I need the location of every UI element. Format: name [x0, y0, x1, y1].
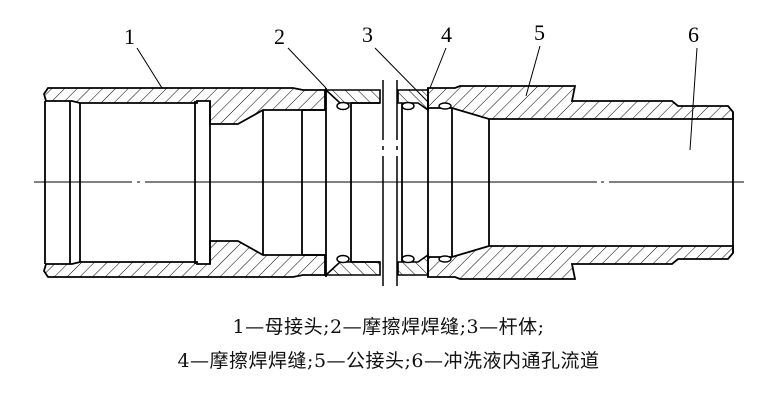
callout-6: 6: [688, 22, 699, 47]
callout-2: 2: [274, 24, 285, 49]
caption-line-1: 1—母接头;2—摩擦焊焊缝;3—杆体;: [232, 316, 545, 338]
callout-labels: 1 2 3 4 5 6: [124, 20, 699, 49]
drill-rod-section-drawing: 1 2 3 4 5 6: [34, 20, 744, 286]
leader-6: [689, 47, 698, 151]
leader-3: [374, 47, 429, 103]
female-coupling-top-wall: [43, 87, 326, 125]
callout-3: 3: [362, 22, 373, 47]
female-coupling-bottom-wall: [43, 240, 326, 278]
callout-1: 1: [124, 24, 135, 49]
leader-5: [525, 45, 541, 97]
callout-4: 4: [441, 22, 452, 47]
caption-line-2: 4—摩擦焊焊缝;5—公接头;6—冲洗液内通孔流道: [177, 350, 600, 372]
rod-body: [381, 80, 399, 286]
leader-1: [136, 47, 163, 89]
leader-lines: [136, 45, 698, 151]
male-coupling: [427, 85, 734, 280]
male-coupling-top-wall: [427, 85, 734, 120]
leader-4: [429, 47, 447, 89]
male-coupling-bottom-wall: [427, 245, 734, 280]
leader-2: [287, 47, 327, 89]
female-coupling: [43, 87, 326, 278]
callout-5: 5: [534, 20, 545, 45]
